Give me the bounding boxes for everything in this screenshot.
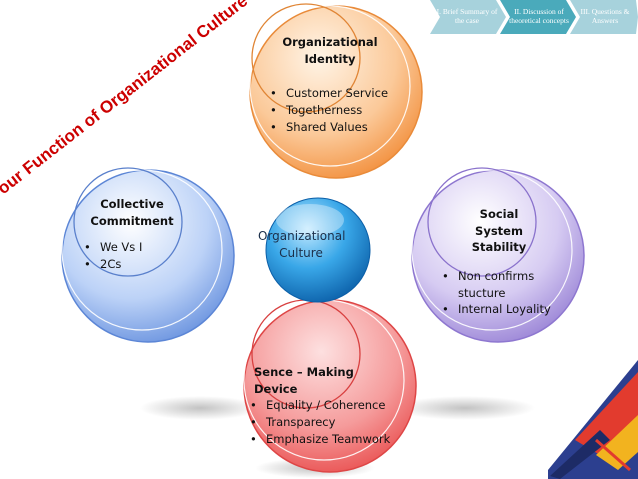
center-label: Organizational Culture [258,229,346,260]
list-item: We Vs I [84,239,194,256]
function-right: Social System Stability Non confirms stu… [442,206,560,318]
list-item: Transparecy [250,414,400,431]
function-bottom-heading: Sence – Making Device [254,365,354,396]
function-left: Collective Commitment We Vs I 2Cs [84,196,194,273]
list-item: Internal Loyality [442,301,560,318]
right-shadow [395,396,535,420]
nav-chevrons [430,0,638,34]
nav-label-1[interactable]: I. Brief Summary of the case [436,7,498,25]
center-sphere [265,197,371,303]
nav-chevron-1[interactable] [430,0,506,34]
list-item: Emphasize Teamwork [250,431,400,448]
left-shadow [140,396,260,420]
southwest-logo [548,360,638,479]
list-item: Customer Service [270,85,390,102]
nav-label-2[interactable]: II. Discussion of theoretical concepts [509,7,569,25]
list-item: Non confirms stucture [442,268,560,301]
function-top: Organizational Identity Customer Service… [270,34,390,135]
function-right-heading: Social System Stability [471,207,527,255]
list-item: 2Cs [84,256,194,273]
list-item: Shared Values [270,119,390,136]
function-bottom: Sence – Making Device Equality / Coheren… [250,364,400,447]
nav-label-3[interactable]: III. Questions & Answers [580,7,630,25]
list-item: Togetherness [270,102,390,119]
nav-chevron-2[interactable] [500,0,576,34]
list-item: Equality / Coherence [250,397,400,414]
nav-chevron-3[interactable] [570,0,638,34]
function-left-heading: Collective Commitment [90,197,174,228]
function-top-heading: Organizational Identity [282,35,378,66]
